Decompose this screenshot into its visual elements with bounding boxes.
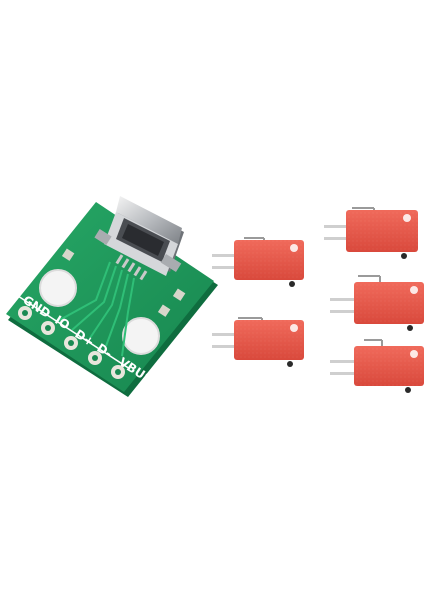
micro-switch [330,275,424,331]
silk-line [17,295,131,370]
mounting-hole-right [122,317,160,355]
square-pad [61,248,75,261]
micro-switch [212,237,304,287]
square-pad [157,304,171,317]
pin-label-io: IO [52,313,72,333]
usb-breakout-board: GND IO D+ D- VBUS [6,196,218,397]
mounting-hole-left [39,269,77,307]
micro-switch [330,339,424,393]
micro-usb-connector [94,196,184,281]
pcb-traces [55,261,135,357]
header-pads [18,306,125,379]
micro-switch [212,317,304,367]
square-pad [172,288,186,301]
micro-switch [324,207,418,259]
